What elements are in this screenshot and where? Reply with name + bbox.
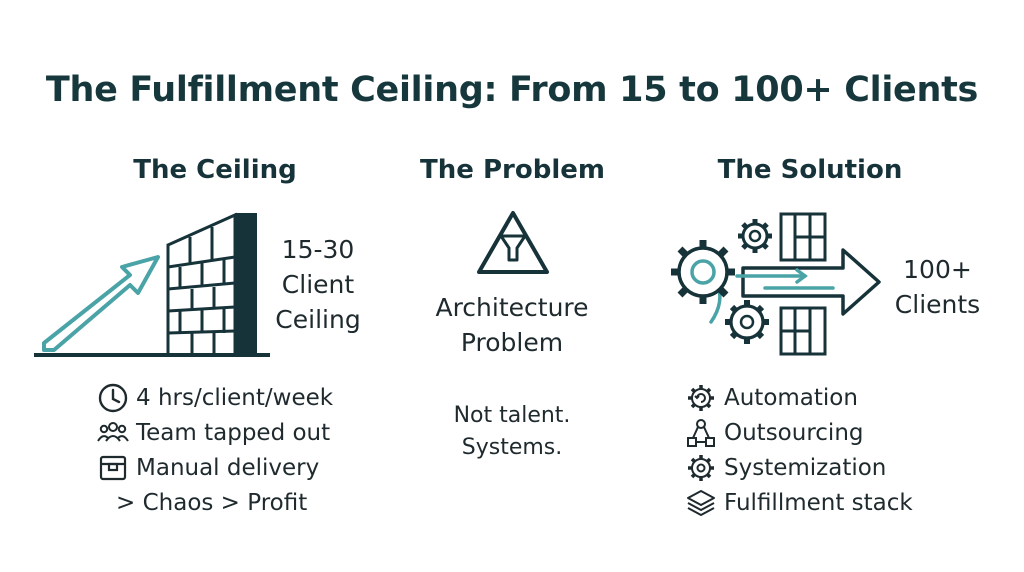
solution-graphic-label: 100+ Clients (885, 252, 990, 322)
problem-note-line: Systems. (461, 435, 563, 460)
ceiling-label-line: 15-30 (281, 235, 355, 264)
team-icon (96, 416, 130, 450)
problem-label-line: Problem (460, 328, 564, 357)
list-item-label: Manual delivery (136, 455, 320, 481)
list-item-label: Team tapped out (136, 420, 331, 446)
solution-list: Automation Outsourcing Systemization (684, 381, 984, 526)
problem-label: Architecture Problem (412, 290, 612, 360)
automation-gear-icon (684, 381, 718, 415)
list-item-label: Automation (724, 385, 858, 411)
solution-heading: The Solution (717, 155, 903, 185)
list-item: Team tapped out (96, 416, 330, 450)
list-item: > Chaos > Profit (116, 486, 307, 520)
list-item-label: Fulfillment stack (724, 490, 913, 516)
ceiling-label-line: Client (281, 270, 355, 299)
solution-label-line: Clients (894, 290, 981, 319)
ceiling-graphic-label: 15-30 Client Ceiling (268, 232, 368, 337)
solution-label-line: 100+ (903, 255, 972, 284)
ceiling-list: 4 hrs/client/week Team tapped out Manual… (96, 381, 376, 526)
gear-icon (684, 451, 718, 485)
ceiling-label-line: Ceiling (275, 305, 361, 334)
box-icon (96, 451, 130, 485)
list-item-label: Outsourcing (724, 420, 864, 446)
list-item: Outsourcing (684, 416, 864, 450)
list-item: 4 hrs/client/week (96, 381, 333, 415)
problem-label-line: Architecture (435, 293, 589, 322)
clock-icon (96, 381, 130, 415)
brick-wall-ceiling-graphic (34, 212, 270, 357)
list-item: Automation (684, 381, 858, 415)
layers-icon (684, 486, 718, 520)
ceiling-heading: The Ceiling (133, 155, 297, 185)
problem-note: Not talent. Systems. (432, 400, 592, 464)
warning-funnel-icon (477, 211, 549, 274)
gears-to-arrow-graphic (671, 212, 881, 356)
problem-note-line: Not talent. (453, 403, 571, 428)
list-item-label: Systemization (724, 455, 887, 481)
list-item-label: > Chaos > Profit (116, 490, 308, 516)
network-icon (684, 416, 718, 450)
list-item: Systemization (684, 451, 886, 485)
page-title: The Fulfillment Ceiling: From 15 to 100+… (45, 70, 979, 110)
list-item: Fulfillment stack (684, 486, 913, 520)
list-item: Manual delivery (96, 451, 319, 485)
problem-heading: The Problem (420, 155, 605, 185)
list-item-label: 4 hrs/client/week (136, 385, 334, 411)
